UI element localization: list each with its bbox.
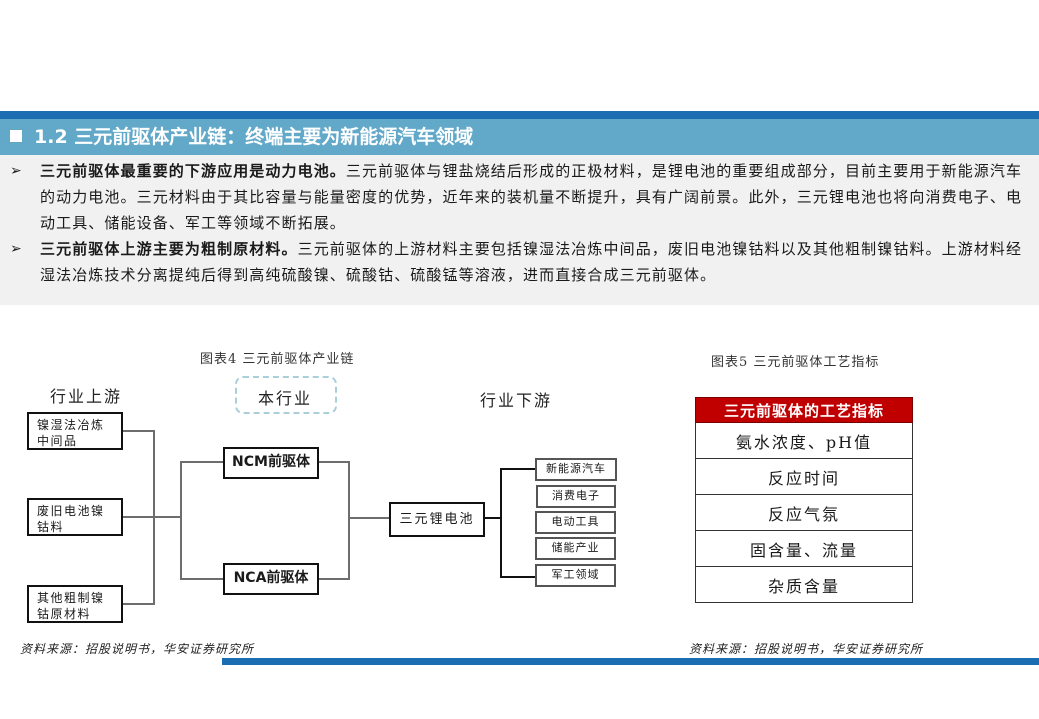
section-title-bar: 1.2 三元前驱体产业链：终端主要为新能源汽车领域: [0, 119, 1039, 155]
upstream-box-3-line1: 其他粗制镍: [37, 591, 105, 605]
summary-bullet-2: ➢ 三元前驱体上游主要为粗制原材料。三元前驱体的上游材料主要包括镍湿法冶炼中间品…: [10, 236, 1030, 288]
application-box-military: 军工领域: [535, 564, 616, 587]
connector: [319, 461, 349, 463]
upstream-box-2-line1: 废旧电池镍: [37, 504, 105, 518]
metrics-row: 反应时间: [695, 458, 913, 495]
section-title: 1.2 三元前驱体产业链：终端主要为新能源汽车领域: [34, 126, 474, 148]
upstream-box-2-line2: 钴料: [37, 520, 65, 534]
upstream-box-3-line2: 钴原材料: [37, 607, 92, 621]
arrow-bullet-icon: ➢: [10, 241, 22, 257]
connector: [180, 461, 182, 580]
connector: [123, 603, 154, 605]
top-accent-band: [0, 111, 1039, 119]
connector: [485, 517, 501, 519]
application-box-power-tools: 电动工具: [535, 511, 616, 534]
metrics-row: 固含量、流量: [695, 530, 913, 567]
figure5-caption: 图表5 三元前驱体工艺指标: [711, 355, 880, 370]
bullet-1-heading: 三元前驱体最重要的下游应用是动力电池。: [40, 162, 346, 180]
bullet-1-text: 三元前驱体与锂盐烧结后形成的正极材料，是锂电池的重要组成部分，目前主要用于新能源…: [40, 162, 1023, 232]
metrics-row: 氨水浓度、pH值: [695, 422, 913, 459]
summary-panel: ➢ 三元前驱体最重要的下游应用是动力电池。三元前驱体与锂盐烧结后形成的正极材料，…: [0, 155, 1039, 305]
industry-label: 本行业: [258, 389, 313, 408]
connector: [500, 576, 535, 578]
application-box-ev: 新能源汽车: [535, 458, 617, 481]
figure4-source: 资料来源：招股说明书，华安证券研究所: [20, 642, 255, 656]
summary-bullet-1: ➢ 三元前驱体最重要的下游应用是动力电池。三元前驱体与锂盐烧结后形成的正极材料，…: [10, 158, 1030, 236]
connector: [180, 461, 223, 463]
upstream-box-1-line1: 镍湿法冶炼: [37, 418, 105, 432]
process-metrics-table: 三元前驱体的工艺指标 氨水浓度、pH值 反应时间 反应气氛 固含量、流量 杂质含…: [695, 397, 913, 603]
connector: [319, 578, 349, 580]
metrics-table-header: 三元前驱体的工艺指标: [695, 397, 913, 423]
upstream-box-1: 镍湿法冶炼 中间品: [27, 412, 123, 450]
metrics-row: 杂质含量: [695, 566, 913, 603]
connector: [180, 578, 223, 580]
application-box-energy-storage: 储能产业: [535, 537, 616, 560]
bullet-2-heading: 三元前驱体上游主要为粗制原材料。: [40, 240, 298, 258]
upstream-box-3: 其他粗制镍 钴原材料: [27, 585, 123, 623]
upstream-label: 行业上游: [50, 387, 123, 406]
ternary-battery-box: 三元锂电池: [389, 502, 485, 537]
connector: [500, 468, 535, 470]
arrow-bullet-icon: ➢: [10, 163, 22, 179]
connector: [123, 430, 154, 432]
industry-dashed-frame: [235, 376, 337, 414]
connector: [348, 517, 389, 519]
metrics-row: 反应气氛: [695, 494, 913, 531]
application-box-consumer-electronics: 消费电子: [536, 485, 616, 508]
bullet-2-text: 三元前驱体的上游材料主要包括镍湿法冶炼中间品，废旧电池镍钴料以及其他粗制镍钴料。…: [40, 240, 1023, 284]
upstream-box-2: 废旧电池镍 钴料: [27, 498, 123, 536]
figure4-caption: 图表4 三元前驱体产业链: [200, 352, 355, 367]
connector: [123, 516, 154, 518]
connector: [348, 461, 350, 580]
figure5-source: 资料来源：招股说明书，华安证券研究所: [689, 642, 924, 656]
ncm-precursor-box: NCM前驱体: [223, 447, 319, 479]
upstream-box-1-line2: 中间品: [37, 434, 78, 448]
connector: [500, 468, 502, 578]
connector: [153, 516, 181, 518]
nca-precursor-box: NCA前驱体: [223, 563, 319, 595]
square-bullet-icon: [10, 129, 22, 142]
bottom-accent-band: [222, 658, 1039, 665]
downstream-label: 行业下游: [480, 391, 553, 410]
